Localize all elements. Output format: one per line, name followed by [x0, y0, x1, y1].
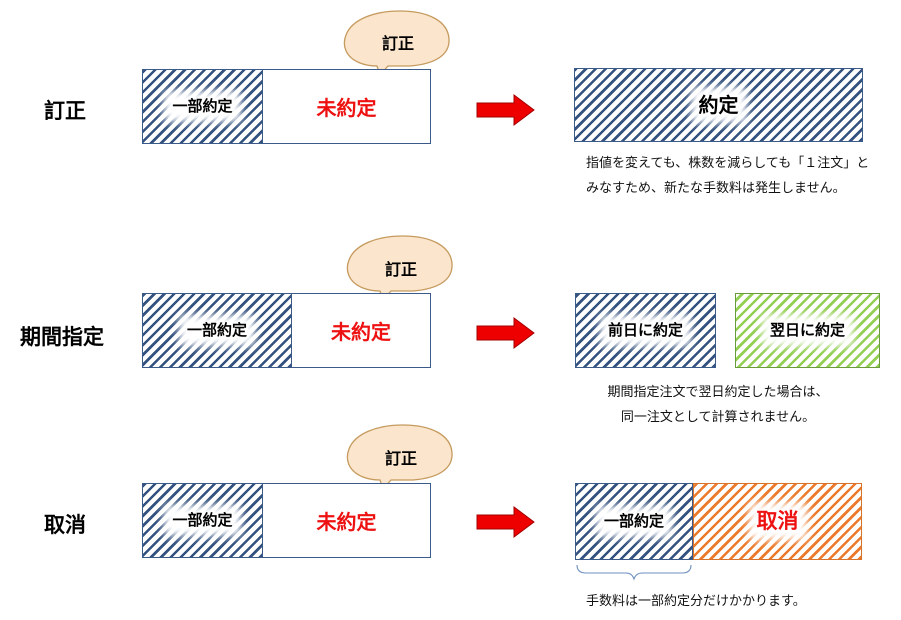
- unfilled-label: 未約定: [316, 96, 377, 120]
- note: 指値を変えても、株数を減らしても「１注文」と みなすため、新たな手数料は発生しま…: [586, 151, 869, 201]
- unfilled-segment: 未約定: [262, 484, 430, 557]
- filled-previous-day-label: 前日に約定: [607, 321, 683, 339]
- note-line: 指値を変えても、株数を減らしても「１注文」と: [586, 156, 870, 171]
- arrow-right-icon: [476, 506, 535, 538]
- speech-bubble: [343, 10, 450, 77]
- arrow-right-icon: [476, 317, 535, 349]
- segment: 翌日に約定: [736, 294, 879, 367]
- filled-segment: 一部約定: [575, 483, 693, 560]
- unfilled-segment: 未約定: [291, 294, 430, 367]
- note-line: 期間指定注文で翌日約定した場合は、: [607, 385, 829, 400]
- order-after-bar: 約定: [574, 68, 863, 142]
- filled-next-day-box: 翌日に約定: [735, 293, 880, 368]
- speech-bubble-label: 訂正: [385, 260, 418, 279]
- speech-bubble: [346, 424, 453, 491]
- note: 期間指定注文で翌日約定した場合は、 同一注文として計算されません。: [583, 380, 853, 430]
- note-line: 同一注文として計算されません。: [620, 410, 816, 425]
- filled-segment: 一部約定: [143, 484, 262, 557]
- filled-previous-day-box: 前日に約定: [575, 293, 716, 368]
- row-label-period: 期間指定: [20, 325, 104, 349]
- filled-label: 一部約定: [172, 97, 233, 115]
- speech-bubble-label: 訂正: [385, 449, 418, 468]
- note: 手数料は一部約定分だけかかります。: [586, 589, 806, 614]
- filled-segment: 一部約定: [143, 70, 262, 143]
- note-line: 手数料は一部約定分だけかかります。: [586, 594, 806, 609]
- filled-next-day-label: 翌日に約定: [769, 321, 845, 339]
- speech-bubble: [346, 235, 453, 302]
- order-after-bar: 一部約定 取消: [575, 483, 862, 560]
- row-label-correction: 訂正: [44, 99, 86, 123]
- filled-label: 一部約定: [172, 511, 233, 529]
- order-before-bar: 一部約定 未約定: [142, 483, 431, 558]
- filled-label: 一部約定: [186, 321, 247, 339]
- row-label-cancel: 取消: [44, 513, 86, 537]
- arrow-right-icon: [476, 94, 535, 126]
- filled-segment: 一部約定: [143, 294, 291, 367]
- cancelled-label: 取消: [756, 509, 799, 533]
- unfilled-label: 未約定: [316, 510, 377, 534]
- filled-segment: 約定: [575, 69, 862, 141]
- unfilled-segment: 未約定: [262, 70, 430, 143]
- filled-label: 一部約定: [603, 512, 664, 530]
- note-line: みなすため、新たな手数料は発生しません。: [586, 181, 846, 196]
- order-before-bar: 一部約定 未約定: [142, 293, 431, 368]
- filled-label: 約定: [698, 93, 739, 117]
- segment: 前日に約定: [576, 294, 715, 367]
- cancelled-segment: 取消: [693, 483, 862, 560]
- brace-icon: [576, 564, 692, 581]
- unfilled-label: 未約定: [331, 320, 391, 344]
- order-before-bar: 一部約定 未約定: [142, 69, 431, 144]
- speech-bubble-label: 訂正: [382, 34, 415, 53]
